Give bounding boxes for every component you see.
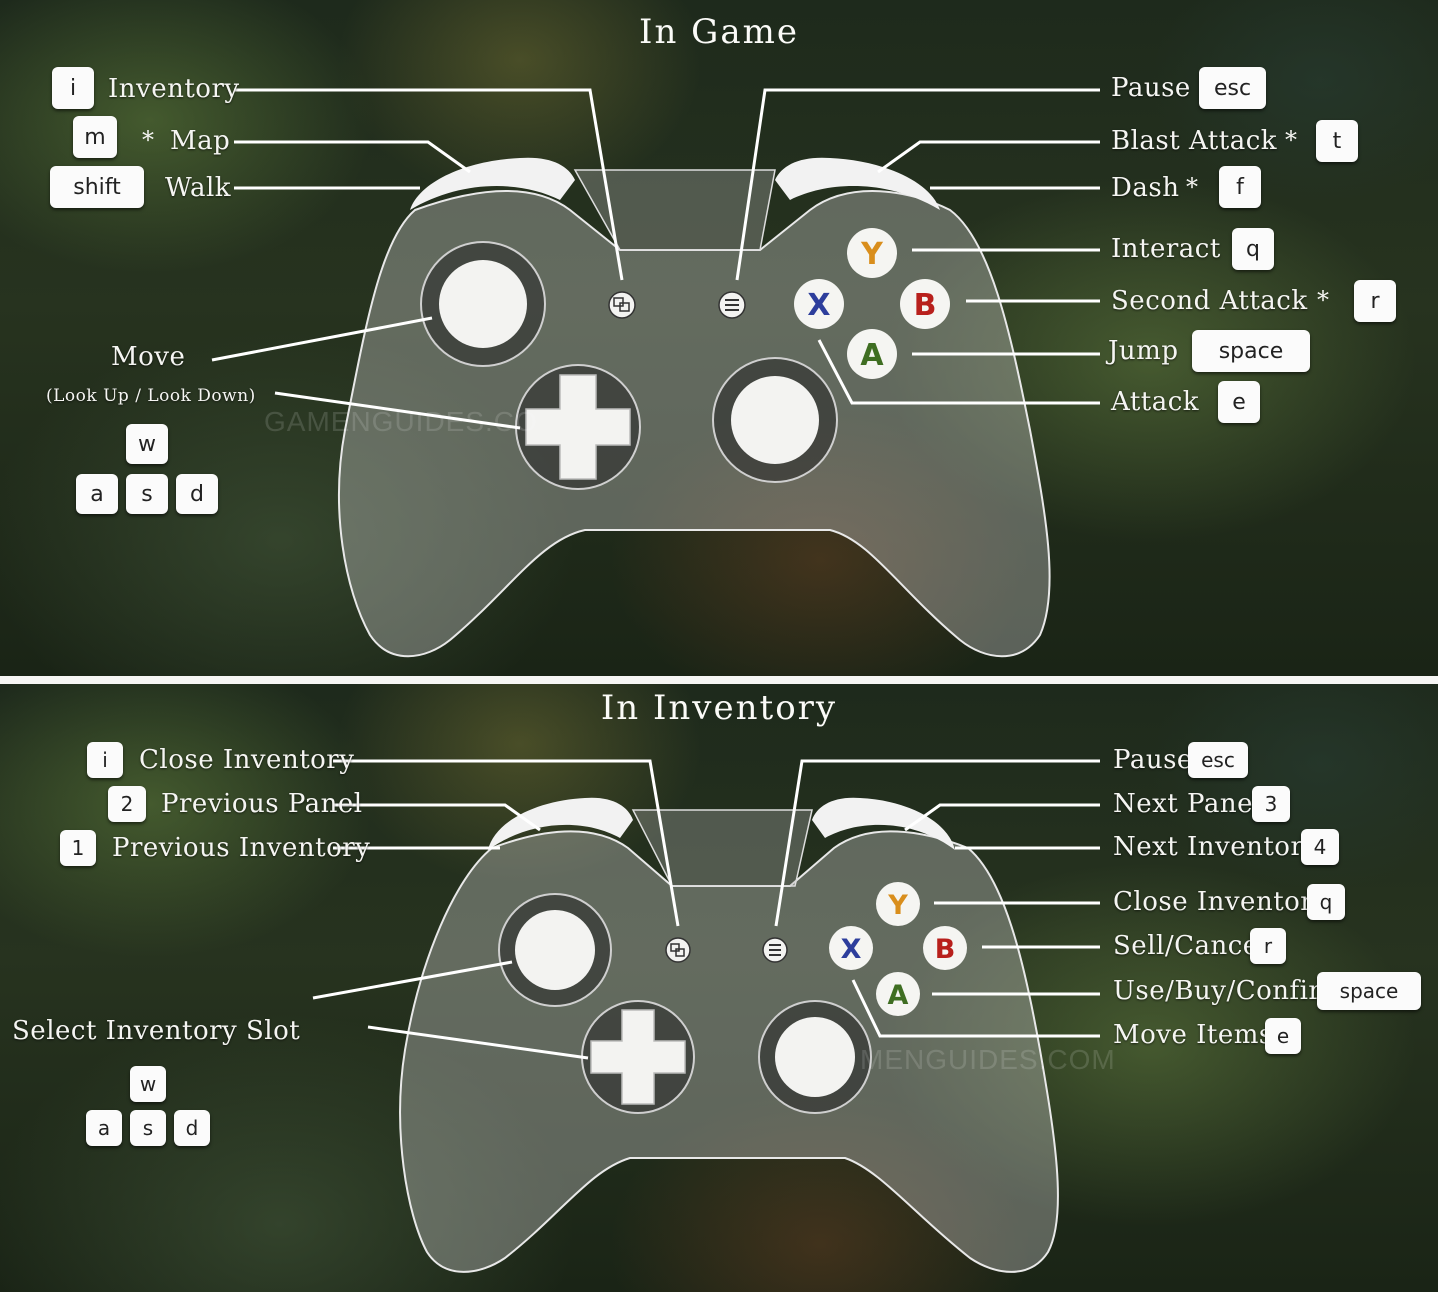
label-select-slot: Select Inventory Slot [12,1016,301,1046]
label-map: Map [170,126,231,156]
label-close-inventory: Close Inventory [139,745,355,775]
key-q: q [1307,884,1345,920]
svg-text:X: X [841,934,862,965]
label-next-panel: Next Panel [1113,789,1262,819]
a-button[interactable]: A [847,329,897,379]
y-button[interactable]: Y [847,228,897,278]
controller-diagram-game: Y B X A [211,88,1100,658]
menu-button[interactable] [762,937,788,963]
page-title: In Inventory [600,688,838,728]
label-pause: Pause [1113,745,1193,775]
callout-lines [211,88,1100,430]
left-stick[interactable] [420,241,546,367]
svg-text:Y: Y [887,890,908,921]
label-previous-inventory: Previous Inventory [112,833,371,863]
label-pause: Pause [1111,73,1191,103]
label-jump: Jump [1108,336,1179,366]
x-button[interactable]: X [829,926,873,970]
key-d: d [176,474,218,514]
label-close-inventory-right: Close Inventory [1113,887,1329,917]
label-walk: Walk [165,173,232,203]
key-3: 3 [1252,786,1290,822]
key-esc: esc [1188,742,1248,778]
in-inventory-panel: Y B X A In Inventory MEN [0,684,1438,1292]
right-stick[interactable] [712,357,838,483]
b-button[interactable]: B [923,926,967,970]
key-r: r [1354,280,1396,322]
dpad[interactable] [581,1000,695,1114]
label-attack: Attack [1111,387,1200,417]
key-space: space [1192,330,1310,372]
label-move: Move [111,342,186,372]
watermark: GAMENGUIDES.CO [264,406,538,437]
key-d: d [174,1110,210,1146]
star-map: * [142,126,154,154]
label-interact: Interact [1111,234,1221,264]
label-look: (Look Up / Look Down) [46,386,256,406]
label-inventory: Inventory [108,74,240,104]
svg-text:A: A [860,338,884,373]
svg-text:A: A [888,980,909,1011]
key-r: r [1250,928,1286,964]
key-space: space [1317,972,1421,1010]
dpad[interactable] [515,364,641,490]
y-button[interactable]: Y [876,882,920,926]
menu-button[interactable] [718,291,746,319]
right-stick[interactable] [758,1000,872,1114]
inventory-background [0,684,1438,1292]
key-a: a [76,474,118,514]
x-button[interactable]: X [794,279,844,329]
star-second: * [1317,286,1329,314]
label-next-inventory: Next Inventory [1113,832,1319,862]
key-i: i [52,67,94,109]
label-move-items: Move Items [1113,1020,1273,1050]
watermark: MENGUIDES.COM [860,1044,1116,1075]
key-esc: esc [1199,67,1266,109]
key-t: t [1316,120,1358,162]
section-divider [0,676,1438,684]
label-sell-cancel: Sell/Cancel [1113,931,1268,961]
star-dash: * [1186,173,1198,201]
key-f: f [1219,166,1261,208]
callout-lines [312,759,1100,1060]
left-stick[interactable] [498,893,612,1007]
key-s: s [126,474,168,514]
key-2: 2 [108,786,146,822]
a-button[interactable]: A [876,972,920,1016]
svg-text:Y: Y [860,237,884,272]
svg-text:B: B [914,288,937,323]
key-4: 4 [1301,829,1339,865]
star-blast: * [1285,126,1297,154]
key-e: e [1265,1018,1301,1054]
in-game-panel: Y B X A In Game GAMENGUI [0,0,1438,676]
key-e: e [1218,381,1260,423]
left-bumper [488,797,633,850]
key-1: 1 [60,830,96,866]
key-i: i [87,742,123,778]
right-bumper [775,157,940,210]
key-q: q [1232,228,1274,270]
key-w: w [126,424,168,464]
key-m: m [73,116,117,158]
label-second-attack: Second Attack [1111,286,1308,316]
page-title: In Game [639,12,799,52]
view-button[interactable] [665,937,691,963]
key-shift: shift [50,166,144,208]
svg-text:X: X [807,288,830,323]
label-previous-panel: Previous Panel [161,789,363,819]
svg-text:B: B [935,934,956,965]
key-a: a [86,1110,122,1146]
right-bumper [812,797,955,850]
label-use-buy-confirm: Use/Buy/Confirm [1113,976,1347,1006]
label-dash: Dash [1111,173,1180,203]
label-blast-attack: Blast Attack [1111,126,1278,156]
b-button[interactable]: B [900,279,950,329]
controller-diagram-inventory: Y B X A [312,759,1100,1273]
key-w: w [130,1066,166,1102]
left-bumper [410,157,575,210]
key-s: s [130,1110,166,1146]
view-button[interactable] [608,291,636,319]
